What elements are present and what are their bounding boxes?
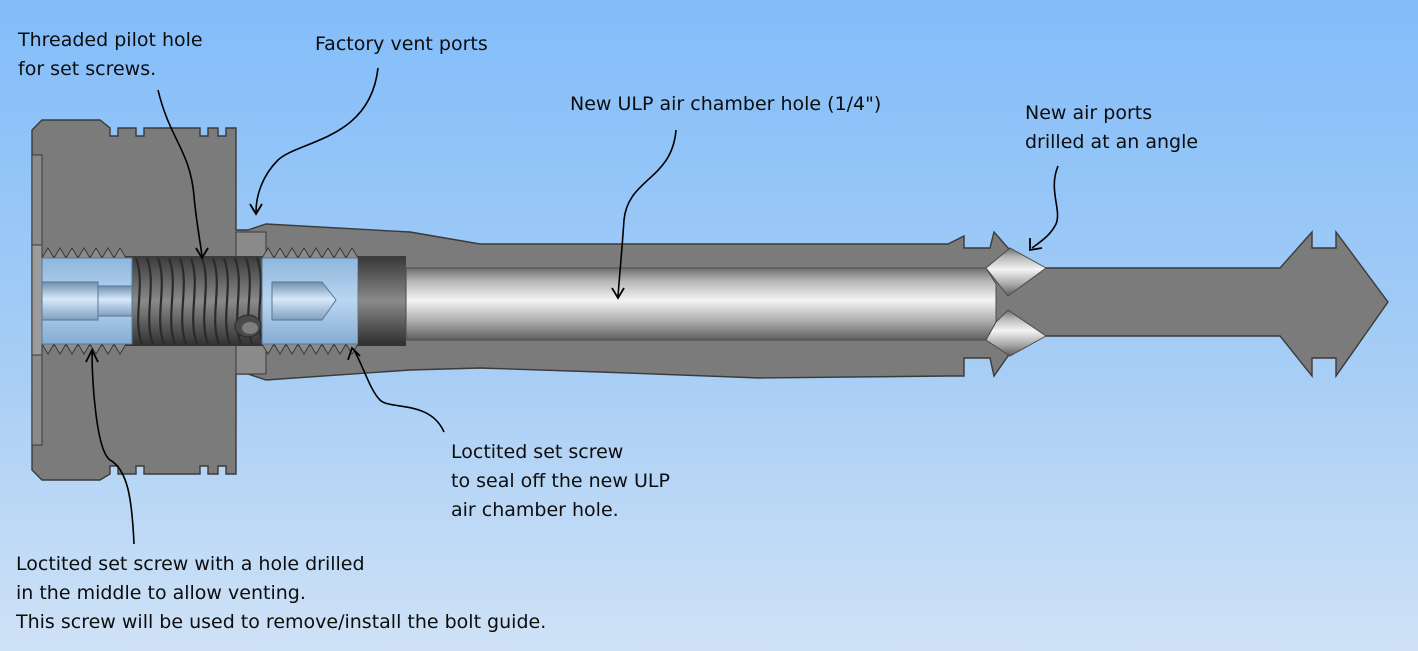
label-air-ports-line-1: New air ports — [1025, 102, 1153, 124]
leader-arrowheads — [85, 203, 1043, 363]
thread-line — [211, 257, 221, 345]
label-pilot-hole-line-2: for set screws. — [18, 58, 157, 80]
leader-air-ports — [1031, 165, 1059, 249]
label-vent-screw-line-2: in the middle to allow venting. — [16, 582, 306, 604]
vented-set-screw — [41, 257, 133, 345]
label-vent-ports-line-1: Factory vent ports — [315, 33, 488, 55]
label-air-ports-line-2: drilled at an angle — [1025, 131, 1199, 153]
label-seal-screw-line-1: Loctited set screw — [451, 441, 624, 463]
angled-air-port-lower — [985, 309, 1047, 357]
leader-ulp-chamber — [617, 129, 677, 297]
thread-line — [200, 257, 210, 345]
label-seal-screw: Loctited set screw to seal off the new U… — [451, 438, 670, 525]
leader-lines — [91, 67, 1059, 545]
thread-line — [189, 257, 199, 345]
label-ulp-chamber: New ULP air chamber hole (1/4") — [570, 90, 881, 119]
flange-rebate — [31, 244, 43, 356]
seal-set-screw — [261, 257, 359, 345]
pilot-hole-inner — [242, 322, 258, 334]
thread-line — [233, 257, 243, 345]
label-vent-screw-line-1: Loctited set screw with a hole drilled — [16, 553, 365, 575]
angled-air-port-upper — [985, 247, 1047, 297]
thread-line — [255, 257, 265, 345]
label-vent-screw-line-3: This screw will be used to remove/instal… — [16, 611, 547, 633]
thread-line — [156, 257, 166, 345]
label-air-ports: New air ports drilled at an angle — [1025, 99, 1198, 157]
label-vent-ports: Factory vent ports — [315, 30, 488, 59]
leader-pilot-hole — [157, 89, 203, 257]
ulp-air-chamber-bore — [405, 267, 997, 341]
thread-line — [145, 257, 155, 345]
thread-line — [222, 257, 232, 345]
leader-vent-screw — [91, 349, 135, 545]
leader-seal-screw — [353, 349, 445, 433]
label-seal-screw-line-2: to seal off the new ULP — [451, 470, 670, 492]
thread-line — [134, 257, 144, 345]
label-seal-screw-line-3: air chamber hole. — [451, 499, 619, 521]
leader-vent-ports — [255, 67, 379, 213]
label-vent-screw: Loctited set screw with a hole drilled i… — [16, 550, 546, 637]
label-pilot-hole-line-1: Threaded pilot hole — [18, 29, 203, 51]
label-ulp-chamber-line-1: New ULP air chamber hole (1/4") — [570, 93, 882, 115]
label-pilot-hole: Threaded pilot hole for set screws. — [18, 26, 203, 84]
thread-line — [167, 257, 177, 345]
thread-line — [178, 257, 188, 345]
seal-thread-section — [358, 258, 406, 344]
